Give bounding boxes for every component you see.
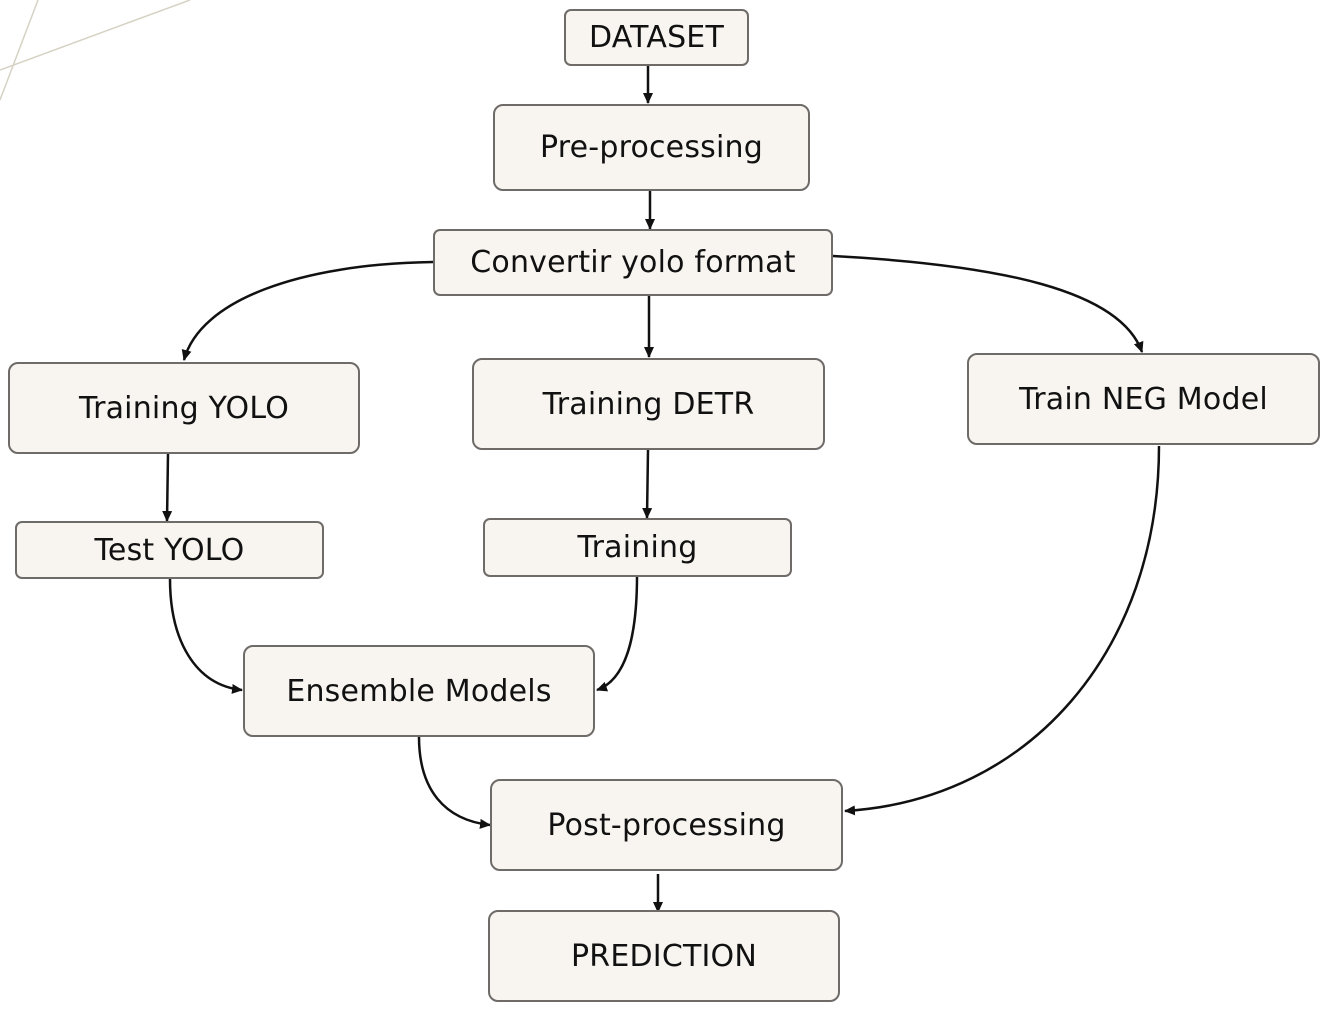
- edge-convert-to-train-neg: [832, 254, 1144, 353]
- edge-test-yolo-to-ensemble: [168, 578, 243, 694]
- edge-train-neg-to-postprocessing: [844, 445, 1161, 816]
- node-prediction: PREDICTION: [488, 910, 840, 1002]
- edge-training-to-ensemble: [596, 575, 639, 692]
- edge-training-yolo-to-test-yolo: [162, 453, 173, 522]
- edge-convert-to-training-yolo: [181, 260, 434, 361]
- decorative-corner-lines: [0, 0, 191, 101]
- node-train-neg-model: Train NEG Model: [967, 353, 1320, 445]
- node-training-yolo: Training YOLO: [8, 362, 360, 454]
- edge-training-detr-to-training: [642, 449, 653, 519]
- node-training-detr: Training DETR: [472, 358, 825, 450]
- node-ensemble-models: Ensemble Models: [243, 645, 595, 737]
- node-preprocessing: Pre-processing: [493, 104, 810, 191]
- node-test-yolo: Test YOLO: [15, 521, 324, 579]
- edge-ensemble-to-postprocessing: [417, 736, 491, 829]
- node-convertir-yolo-format: Convertir yolo format: [433, 229, 833, 296]
- node-training: Training: [483, 518, 792, 577]
- node-dataset: DATASET: [564, 9, 749, 66]
- node-post-processing: Post-processing: [490, 779, 843, 871]
